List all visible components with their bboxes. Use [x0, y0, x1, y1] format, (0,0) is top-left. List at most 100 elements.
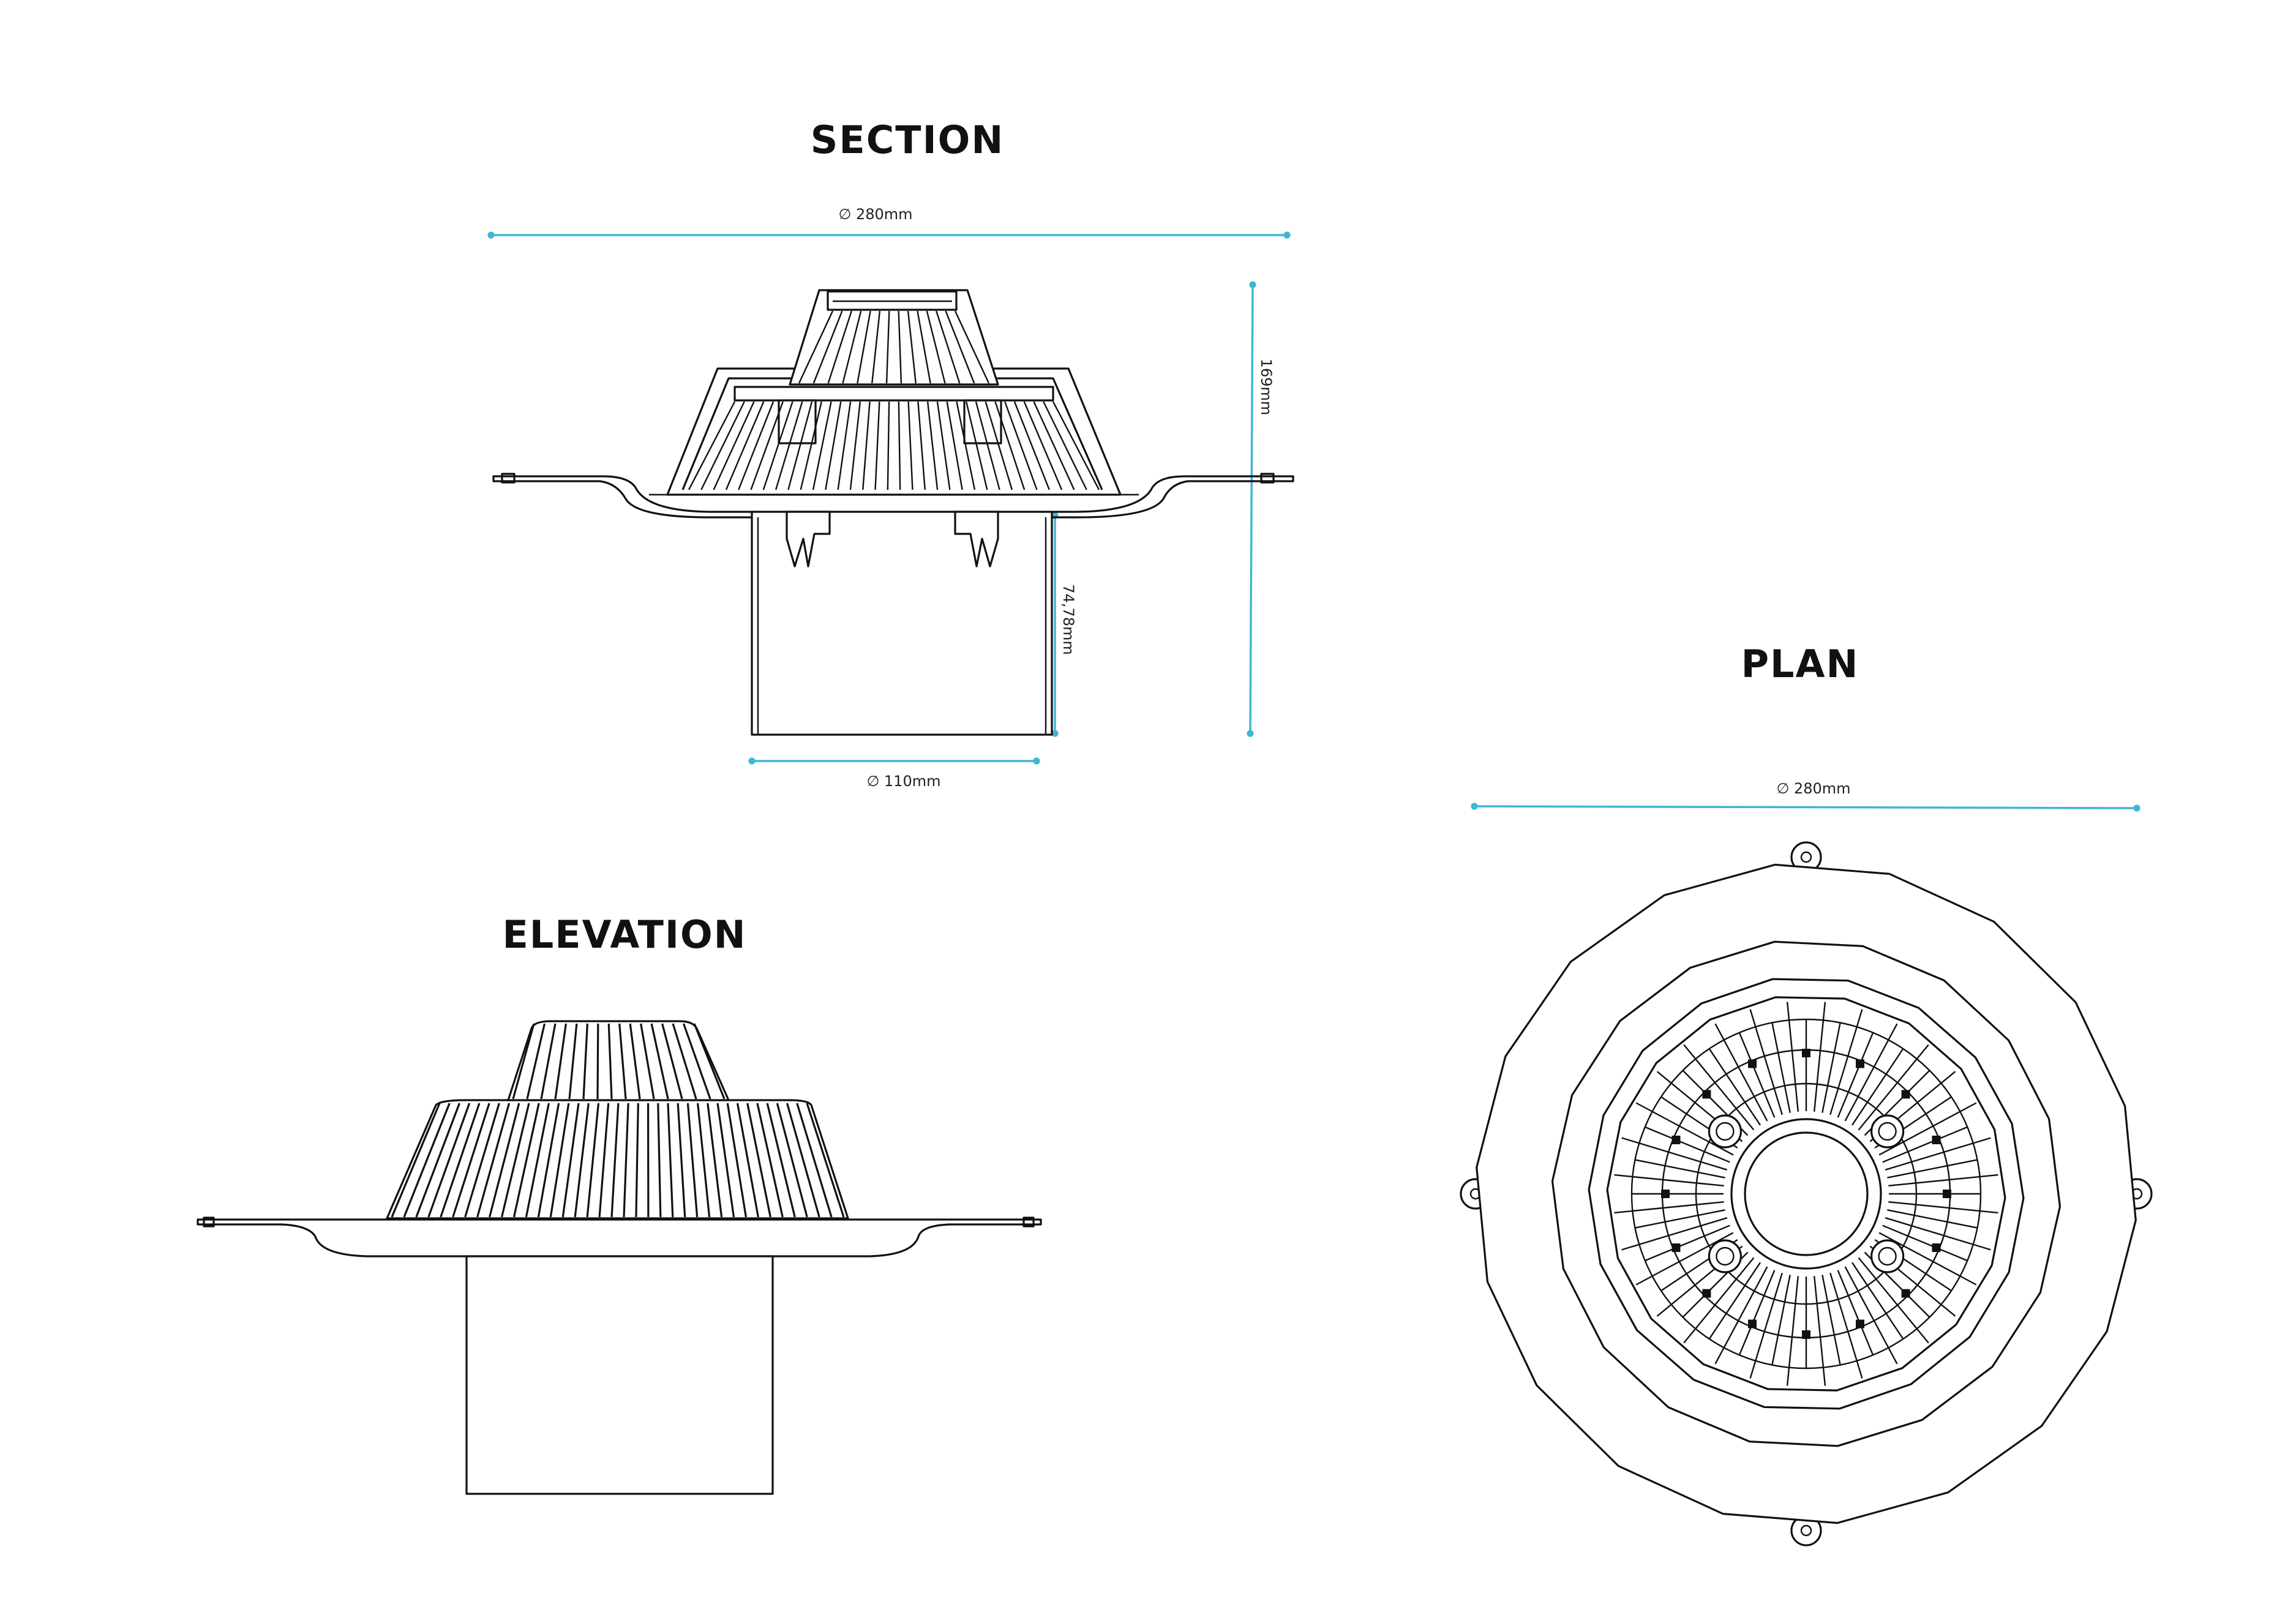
section-upper-rib — [842, 310, 862, 384]
elevation-upper-rib — [568, 1023, 578, 1100]
section-rib — [762, 401, 793, 490]
elevation-rib — [574, 1103, 590, 1218]
plan-width-dim-label: ∅ 280mm — [1776, 780, 1850, 797]
plan-mounting-hole — [1800, 851, 1812, 863]
plan-width-dim-line — [1471, 803, 2140, 812]
plan-ring — [1695, 1082, 1918, 1305]
elevation-upper-rib — [693, 1023, 726, 1100]
elevation-upper-rib — [640, 1023, 655, 1100]
plan-rib — [1771, 1022, 1791, 1113]
elevation-rib — [464, 1103, 500, 1218]
section-inner-frame — [733, 386, 1054, 402]
plan-ring — [1630, 1018, 1982, 1370]
elevation-upper-rib — [607, 1023, 613, 1100]
section-pipe-diameter-dim-label: ∅ 110mm — [866, 773, 940, 790]
plan-title: PLAN — [1741, 642, 1859, 686]
plan-rib — [1837, 1270, 1874, 1355]
section-upper-rib — [898, 310, 902, 384]
plan-rib — [1851, 1262, 1904, 1340]
elevation-rib — [598, 1103, 610, 1218]
elevation-rib — [537, 1103, 560, 1218]
elevation-rib — [796, 1103, 833, 1218]
section-upper-dome — [789, 289, 999, 386]
plan-bolt — [1870, 1239, 1905, 1273]
plan-rib — [1645, 1126, 1730, 1163]
elevation-pipe — [465, 1255, 774, 1495]
elevation-rib — [766, 1103, 796, 1218]
elevation-upper-rib — [618, 1023, 627, 1100]
elevation-rib — [403, 1103, 451, 1218]
plan-rib — [1771, 1275, 1791, 1365]
elevation-rib — [697, 1103, 711, 1218]
section-flange-stud-right — [1260, 473, 1275, 484]
plan-bolt — [1870, 1114, 1905, 1149]
plan-rib-block — [1702, 1090, 1711, 1099]
plan-flange-step — [1551, 940, 2062, 1447]
section-upper-rib — [907, 310, 917, 384]
elevation-rib — [549, 1103, 570, 1218]
plan-bolt-inner — [1716, 1122, 1735, 1141]
plan-dome-inner — [1606, 996, 2006, 1392]
section-rib — [787, 401, 813, 490]
elevation-title: ELEVATION — [502, 912, 747, 957]
section-rib — [985, 401, 1013, 490]
section-pipe — [751, 511, 1053, 736]
section-width-dim-label: ∅ 280mm — [838, 206, 912, 223]
plan-rib — [1645, 1224, 1730, 1262]
elevation-rib — [561, 1103, 580, 1218]
section-ribs — [688, 310, 1100, 490]
elevation-upper-rib — [629, 1023, 641, 1100]
plan-rib-block — [1943, 1190, 1951, 1198]
plan-rib — [1821, 1022, 1841, 1113]
elevation-rib — [736, 1103, 759, 1218]
section-rib — [907, 401, 914, 490]
elevation-view — [197, 1020, 1042, 1495]
plan-rib-block — [1661, 1190, 1670, 1198]
elevation-rib — [440, 1103, 481, 1218]
elevation-rib — [786, 1103, 820, 1218]
plan-view: ∅ 280mm — [1460, 780, 2153, 1546]
section-rib — [849, 401, 861, 490]
section-rib — [887, 401, 890, 490]
plan-rib-block — [1901, 1090, 1910, 1099]
section-rib — [700, 401, 745, 490]
elevation-rib — [686, 1103, 699, 1218]
section-upper-rib — [812, 310, 843, 384]
section-rib — [750, 401, 784, 490]
section-clamp-right — [954, 511, 999, 568]
section-rib — [994, 401, 1026, 490]
plan-rib — [1837, 1032, 1874, 1118]
plan-rib — [1708, 1262, 1761, 1340]
section-rib — [926, 401, 939, 490]
section-rib — [1052, 401, 1100, 490]
plan-bolt — [1708, 1239, 1742, 1273]
plan-bolt-inner — [1878, 1122, 1897, 1141]
section-clamp-left — [786, 511, 831, 568]
elevation-ribs — [391, 1023, 845, 1218]
plan-rib — [1635, 1209, 1725, 1229]
elevation-upper-rib — [683, 1023, 711, 1100]
section-upper-rib — [798, 310, 834, 384]
section-rib — [1023, 401, 1063, 490]
section-flange — [492, 475, 1294, 519]
plan-rib — [1882, 1224, 1968, 1262]
plan-ring — [1661, 1049, 1951, 1339]
section-rib — [966, 401, 988, 490]
elevation-upper-rib — [661, 1023, 683, 1100]
elevation-rib — [452, 1103, 490, 1218]
elevation-rib — [667, 1103, 674, 1218]
plan-rib — [1821, 1275, 1841, 1365]
plan-mounting-hole — [1800, 1524, 1812, 1537]
section-rib — [1004, 401, 1038, 490]
elevation-rib — [756, 1103, 784, 1218]
elevation-upper-rib — [540, 1023, 557, 1100]
section-rib — [946, 401, 963, 490]
plan-rib — [1882, 1126, 1968, 1163]
plan-rib-block — [1802, 1330, 1810, 1339]
section-rib — [812, 401, 832, 490]
plan-bolt — [1708, 1114, 1742, 1149]
plan-rib-block — [1901, 1289, 1910, 1298]
elevation-rib — [525, 1103, 550, 1218]
section-rib — [713, 401, 755, 490]
